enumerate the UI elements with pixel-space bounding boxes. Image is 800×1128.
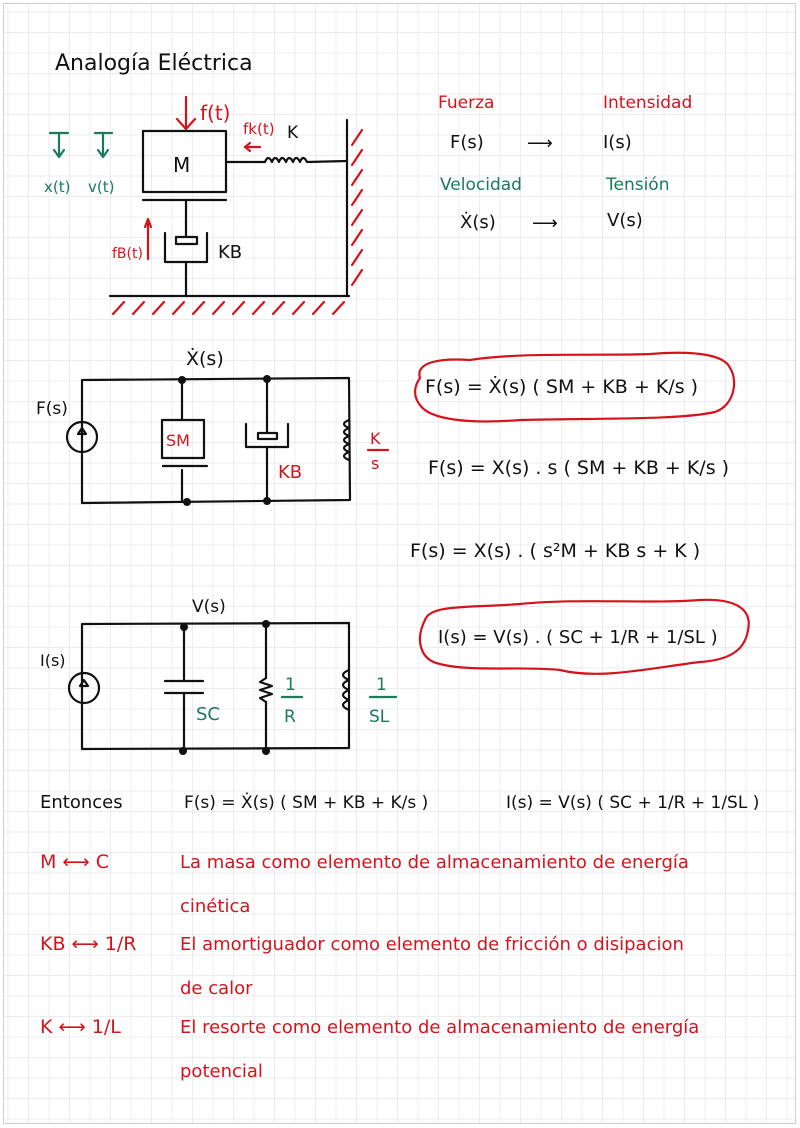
electrical-equation: I(s) = V(s) . ( SC + 1/R + 1/SL ) xyxy=(418,598,750,675)
mechanical-circuit: Ẋ(s) F(s) SM KB K s xyxy=(36,347,390,506)
equation-2: F(s) = X(s) . s ( SM + KB + K/s ) xyxy=(428,457,729,479)
notebook-page xyxy=(3,3,796,1124)
inductor-den: SL xyxy=(369,707,390,727)
velocity-s: Ẋ(s) xyxy=(460,212,496,233)
spring-force-label: fk(t) xyxy=(243,120,275,138)
equation-elec: I(s) = V(s) . ( SC + 1/R + 1/SL ) xyxy=(438,627,718,648)
correspondence-text: La masa como elemento de almacenamiento … xyxy=(180,852,689,873)
correspondence-text-cont: de calor xyxy=(180,978,253,999)
correspondence-lhs: M ⟷ C xyxy=(40,851,109,873)
header-velocity: Velocidad xyxy=(440,175,522,195)
force-label: f(t) xyxy=(200,101,231,125)
wall-hatch xyxy=(350,128,364,287)
correspondence-lhs: KB ⟷ 1/R xyxy=(40,933,137,955)
conclusion: Entonces F(s) = Ẋ(s) ( SM + KB + K/s ) I… xyxy=(40,792,759,813)
page-title: Analogía Eléctrica xyxy=(55,51,253,76)
source-label: F(s) xyxy=(36,399,68,419)
velocity-label: v(t) xyxy=(88,178,114,196)
force-s: F(s) xyxy=(450,132,484,153)
spring-label: K xyxy=(287,123,299,143)
ground-hatch xyxy=(111,300,346,316)
spring-element-den: s xyxy=(371,454,379,473)
conclusion-label: Entonces xyxy=(40,792,123,813)
current-source-icon xyxy=(65,420,99,454)
resistor-den: R xyxy=(284,707,296,727)
damper-force-label: fB(t) xyxy=(112,246,143,262)
damper-label: KB xyxy=(218,242,242,263)
header-current: Intensidad xyxy=(603,93,692,113)
highlight-outline-2 xyxy=(418,598,750,675)
correspondence-text: El resorte como elemento de almacenamien… xyxy=(180,1017,699,1038)
header-voltage: Tensión xyxy=(605,175,669,195)
correspondence-item: M ⟷ C La masa como elemento de almacenam… xyxy=(40,851,689,917)
voltage-s: V(s) xyxy=(607,210,643,231)
displacement-arrow-icon xyxy=(48,131,70,159)
conclusion-eq-1: F(s) = Ẋ(s) ( SM + KB + K/s ) xyxy=(184,792,428,813)
mass-element-label: SM xyxy=(166,431,190,450)
inductor-icon-2 xyxy=(341,668,351,712)
mass-label: M xyxy=(173,153,190,177)
node-label-v: V(s) xyxy=(192,597,226,617)
current-source-icon-2 xyxy=(67,671,101,705)
equation-1: F(s) = Ẋ(s) ( SM + KB + K/s ) xyxy=(425,375,698,398)
electrical-circuit: V(s) I(s) SC 1 R 1 SL xyxy=(40,597,398,755)
spring-force-arrow-icon xyxy=(243,141,262,153)
source-label-i: I(s) xyxy=(40,651,66,670)
spring-element-num: K xyxy=(370,429,381,448)
header-force: Fuerza xyxy=(438,93,494,113)
correspondence-item: K ⟷ 1/L El resorte como elemento de alma… xyxy=(40,1016,699,1082)
displacement-label: x(t) xyxy=(44,178,70,196)
conclusion-eq-2: I(s) = V(s) ( SC + 1/R + 1/SL ) xyxy=(506,793,759,813)
equation-3: F(s) = X(s) . ( s²M + KB s + K ) xyxy=(410,540,700,562)
capacitor-label: SC xyxy=(196,704,220,725)
damper-force-arrow-icon xyxy=(143,217,153,261)
force-arrow-icon xyxy=(175,95,197,131)
damper-element-label: KB xyxy=(278,462,302,483)
correspondence-item: KB ⟷ 1/R El amortiguador como elemento d… xyxy=(40,933,684,999)
inductor-icon xyxy=(342,418,351,462)
current-s: I(s) xyxy=(603,132,632,153)
correspondence-text-cont: cinética xyxy=(180,896,250,917)
correspondence-text-cont: potencial xyxy=(180,1061,263,1082)
correspondence-text: El amortiguador como elemento de fricció… xyxy=(180,934,684,955)
mass-element-icon xyxy=(160,418,206,460)
resistor-num: 1 xyxy=(285,675,296,695)
node-label: Ẋ(s) xyxy=(186,347,224,370)
arrow-icon: ⟶ xyxy=(527,133,553,154)
velocity-arrow-icon xyxy=(93,131,114,159)
analogy-table: Fuerza Intensidad F(s) ⟶ I(s) Velocidad … xyxy=(438,93,692,234)
mechanical-diagram: x(t) v(t) f(t) M fk(t) K xyxy=(44,95,364,316)
spring-icon xyxy=(224,156,349,164)
correspondence-lhs: K ⟷ 1/L xyxy=(40,1016,121,1038)
correspondence-list: M ⟷ C La masa como elemento de almacenam… xyxy=(40,851,699,1082)
highlight-outline xyxy=(414,351,736,423)
arrow-icon-2: ⟶ xyxy=(532,213,558,234)
inductor-num: 1 xyxy=(376,675,387,695)
resistor-icon xyxy=(258,676,274,704)
mechanical-equations: F(s) = Ẋ(s) ( SM + KB + K/s ) F(s) = X(s… xyxy=(410,351,736,562)
